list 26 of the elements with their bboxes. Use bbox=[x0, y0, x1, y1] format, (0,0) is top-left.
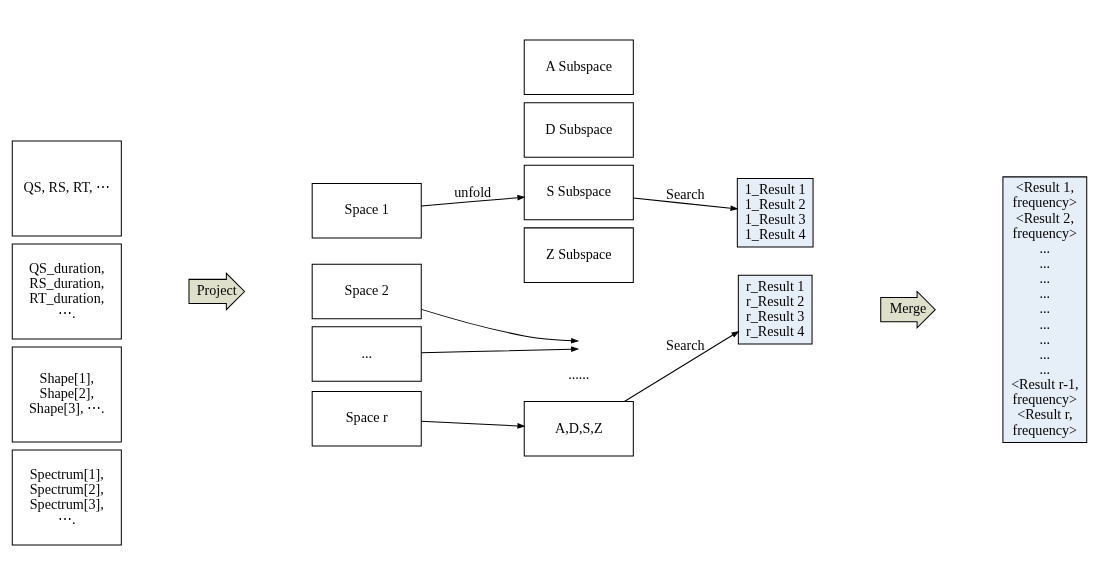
node-box: Z Subspace bbox=[523, 227, 634, 283]
arrow bbox=[420, 420, 526, 429]
node-box: 1_Result 1 1_Result 2 1_Result 3 1_Result 4 bbox=[736, 177, 814, 248]
arrow bbox=[623, 330, 740, 402]
node-box: r_Result 1 r_Result 2 r_Result 3 r_Result 4 bbox=[737, 274, 813, 345]
label: ...... bbox=[568, 366, 590, 383]
edge-label: Search bbox=[666, 337, 705, 354]
node-box: Space r bbox=[311, 390, 422, 447]
node-box: S Subspace bbox=[523, 164, 634, 221]
node-box: Spectrum[1], Spectrum[2], Spectrum[3], ⋯. bbox=[11, 449, 122, 546]
arrow bbox=[420, 346, 580, 354]
node-box: Shape[1], Shape[2], Shape[3], ⋯. bbox=[11, 346, 122, 443]
node-box: ... bbox=[311, 326, 422, 382]
node-box: QS, RS, RT, ⋯ bbox=[11, 140, 122, 237]
node-box: QS_duration, RS_duration, RT_duration, ⋯. bbox=[11, 243, 122, 340]
edge-label: Search bbox=[666, 185, 705, 202]
node-box: A Subspace bbox=[523, 39, 634, 96]
edge-label: unfold bbox=[454, 183, 492, 200]
arrow bbox=[420, 194, 526, 207]
node-box: Space 2 bbox=[311, 263, 422, 320]
node-box: A,D,S,Z bbox=[523, 401, 634, 457]
arrow bbox=[632, 197, 739, 211]
node-box: <Result 1, frequency> <Result 2, frequency> ... ... ... ... ... ... ... ... ... <Result r-1, frequency> <Result r, frequency> bbox=[1002, 176, 1088, 443]
arrow bbox=[420, 308, 580, 344]
node-box: Space 1 bbox=[311, 182, 422, 239]
node-box: D Subspace bbox=[523, 102, 634, 158]
